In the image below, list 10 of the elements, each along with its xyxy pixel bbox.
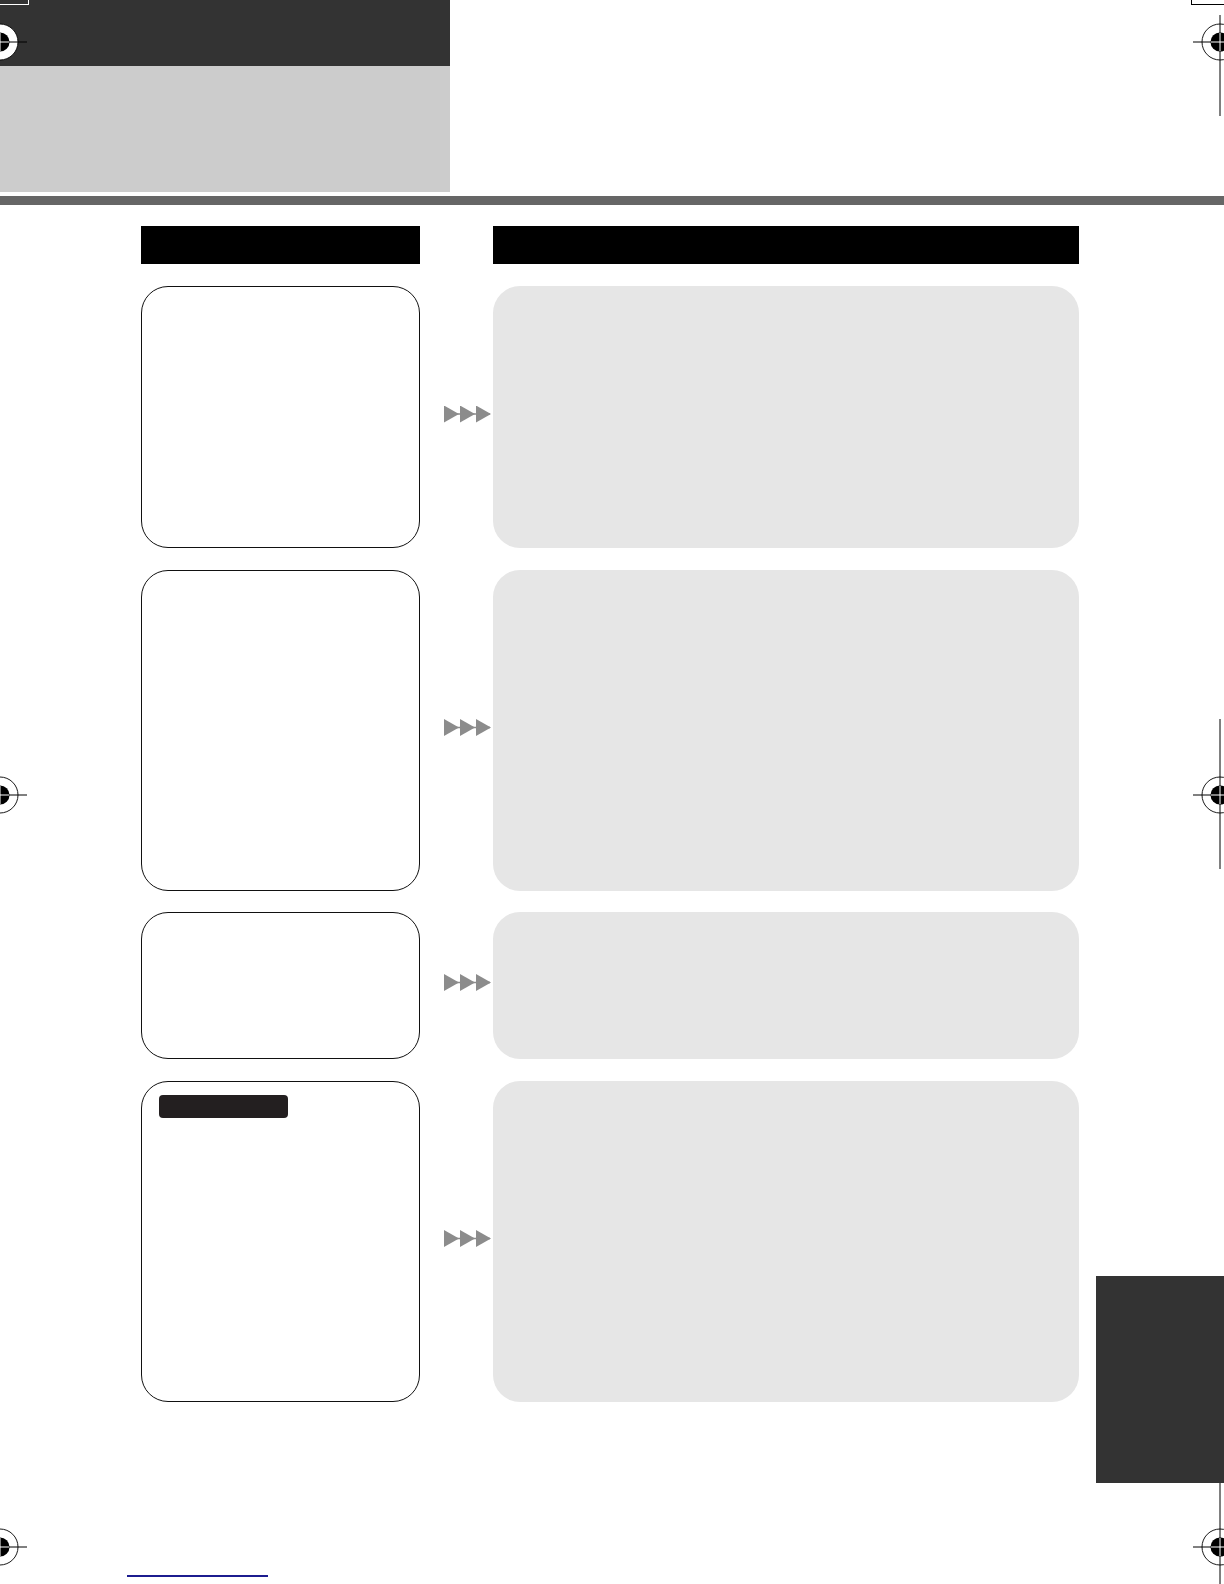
tag-bar (159, 1095, 289, 1119)
shaded-panel (493, 570, 1079, 891)
outlined-panel (141, 286, 420, 548)
outlined-panel (141, 570, 420, 891)
shaded-panel (493, 1081, 1079, 1402)
shaded-panel (493, 286, 1079, 548)
outlined-panel (141, 1081, 420, 1402)
outlined-panel (141, 912, 420, 1059)
side-tab (1096, 1276, 1224, 1483)
shaded-panel (493, 912, 1079, 1059)
